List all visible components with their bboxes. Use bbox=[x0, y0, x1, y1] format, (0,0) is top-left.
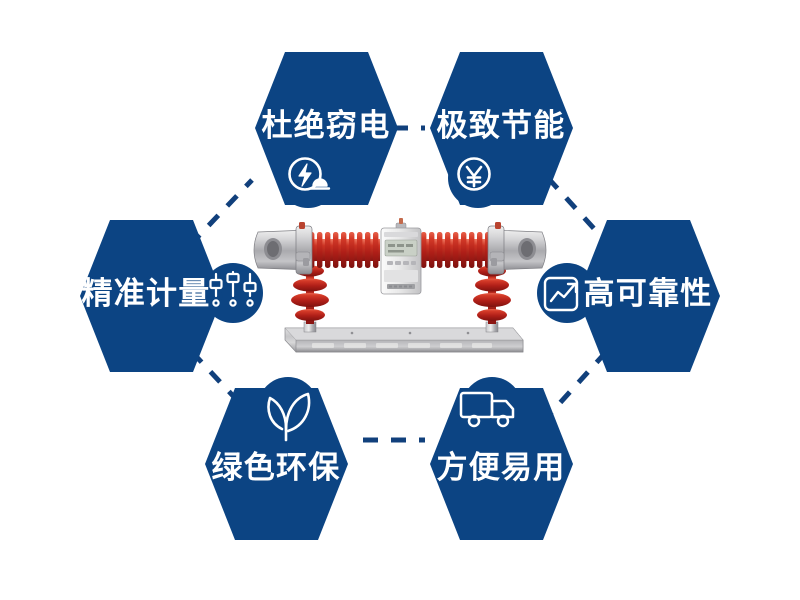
yuan-currency-circle-icon bbox=[457, 157, 491, 191]
node-energy-saving[interactable] bbox=[430, 52, 573, 208]
sliders-measurement-icon bbox=[209, 270, 257, 307]
meter-buttons bbox=[387, 261, 416, 265]
node-easy-to-use-hexagon bbox=[430, 388, 573, 540]
meter-module bbox=[380, 218, 422, 295]
product-base-rail bbox=[284, 327, 524, 353]
terminal-fitting-right bbox=[487, 222, 547, 275]
node-energy-saving-hexagon bbox=[430, 52, 573, 205]
node-high-reliability-hexagon bbox=[577, 220, 720, 372]
node-precise-metering[interactable] bbox=[80, 220, 263, 372]
leaf-icon bbox=[267, 392, 311, 442]
node-precise-metering-hexagon bbox=[80, 220, 223, 372]
connector-right-lower-diagonal bbox=[548, 350, 608, 416]
connector-right-upper-diagonal bbox=[546, 176, 610, 246]
insulator-body-left bbox=[308, 232, 380, 268]
node-high-reliability[interactable] bbox=[537, 220, 720, 372]
insulator-post-right bbox=[473, 251, 511, 333]
node-easy-to-use[interactable] bbox=[430, 377, 573, 540]
connector-left-upper-diagonal bbox=[188, 178, 254, 247]
delivery-truck-icon bbox=[459, 391, 515, 428]
node-eco-friendly-hexagon bbox=[205, 388, 348, 540]
trend-up-chart-icon bbox=[543, 276, 579, 312]
lightning-bolt-circle-thief-icon bbox=[288, 157, 331, 191]
terminal-fitting-left bbox=[253, 222, 313, 275]
node-eco-friendly[interactable] bbox=[205, 377, 348, 540]
node-no-theft[interactable] bbox=[255, 52, 398, 208]
